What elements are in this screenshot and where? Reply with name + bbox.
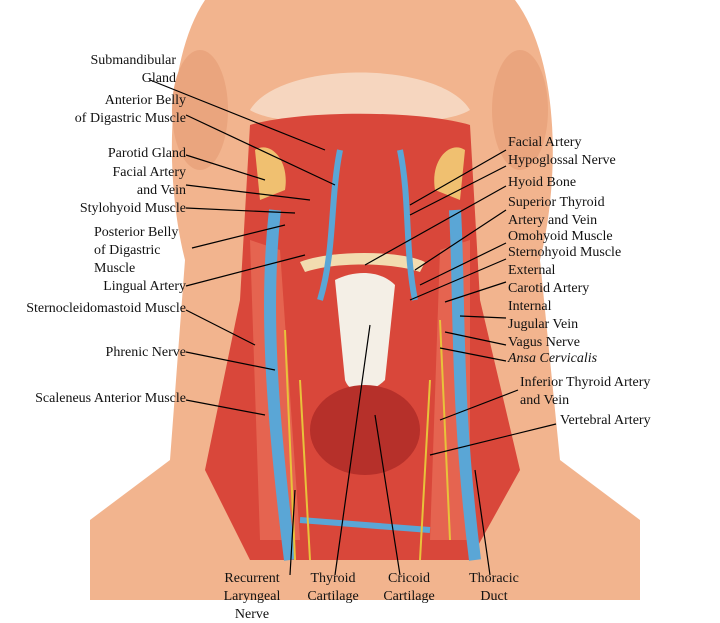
label-phrenic-nerve: Phrenic Nerve bbox=[105, 345, 186, 360]
right-jugular-vein bbox=[449, 209, 481, 561]
label-anterior-belly-digastric: Anterior Belly of Digastric Muscle bbox=[74, 93, 186, 126]
label-cricoid-cartilage: Cricoid Cartilage bbox=[383, 571, 435, 604]
larynx bbox=[335, 273, 395, 392]
nerves bbox=[284, 319, 451, 561]
label-submandibular-gland: Submandibular Gland bbox=[90, 53, 176, 86]
label-hyoid-bone: Hyoid Bone bbox=[508, 175, 577, 190]
label-vertebral-artery: Vertebral Artery bbox=[560, 413, 651, 428]
leader-lines bbox=[149, 79, 557, 576]
label-hypoglossal-nerve: Hypoglossal Nerve bbox=[508, 153, 616, 168]
label-parotid-gland: Parotid Gland bbox=[107, 146, 186, 161]
label-internal-jugular-vein: Internal Jugular Vein bbox=[508, 299, 579, 332]
label-posterior-belly-digastric: Posterior Belly of Digastric Muscle bbox=[94, 225, 179, 276]
label-superior-thyroid-artery-vein: Superior Thyroid Artery and Vein bbox=[508, 195, 605, 228]
chin bbox=[250, 72, 470, 125]
label-sternocleidomastoid-muscle: Sternocleidomastoid Muscle bbox=[26, 301, 186, 316]
label-scaleneus-anterior-muscle: Scaleneus Anterior Muscle bbox=[35, 391, 186, 406]
label-omohyoid-muscle: Omohyoid Muscle bbox=[508, 229, 613, 244]
label-inferior-thyroid-artery-vein: Inferior Thyroid Artery and Vein bbox=[520, 375, 651, 408]
label-external-carotid-artery: External Carotid Artery bbox=[508, 263, 590, 296]
label-facial-artery-vein: Facial Artery and Vein bbox=[112, 165, 186, 198]
thyroid-gland bbox=[310, 385, 420, 475]
label-sternohyoid-muscle: Sternohyoid Muscle bbox=[508, 245, 622, 260]
left-jugular-vein bbox=[264, 209, 296, 561]
left-ear bbox=[172, 50, 228, 170]
label-stylohyoid-muscle: Stylohyoid Muscle bbox=[79, 201, 186, 216]
label-ansa-cervicalis: Ansa Cervicalis bbox=[508, 351, 598, 366]
veins-branch bbox=[299, 149, 431, 533]
label-vagus-nerve: Vagus Nerve bbox=[508, 335, 580, 350]
label-facial-artery: Facial Artery bbox=[508, 135, 582, 150]
label-thoracic-duct: Thoracic Duct bbox=[469, 571, 519, 604]
label-lingual-artery: Lingual Artery bbox=[103, 279, 186, 294]
label-recurrent-laryngeal-nerve: Recurrent Laryngeal Nerve bbox=[223, 571, 281, 622]
right-ear bbox=[492, 50, 548, 170]
label-thyroid-cartilage: Thyroid Cartilage bbox=[307, 571, 359, 604]
